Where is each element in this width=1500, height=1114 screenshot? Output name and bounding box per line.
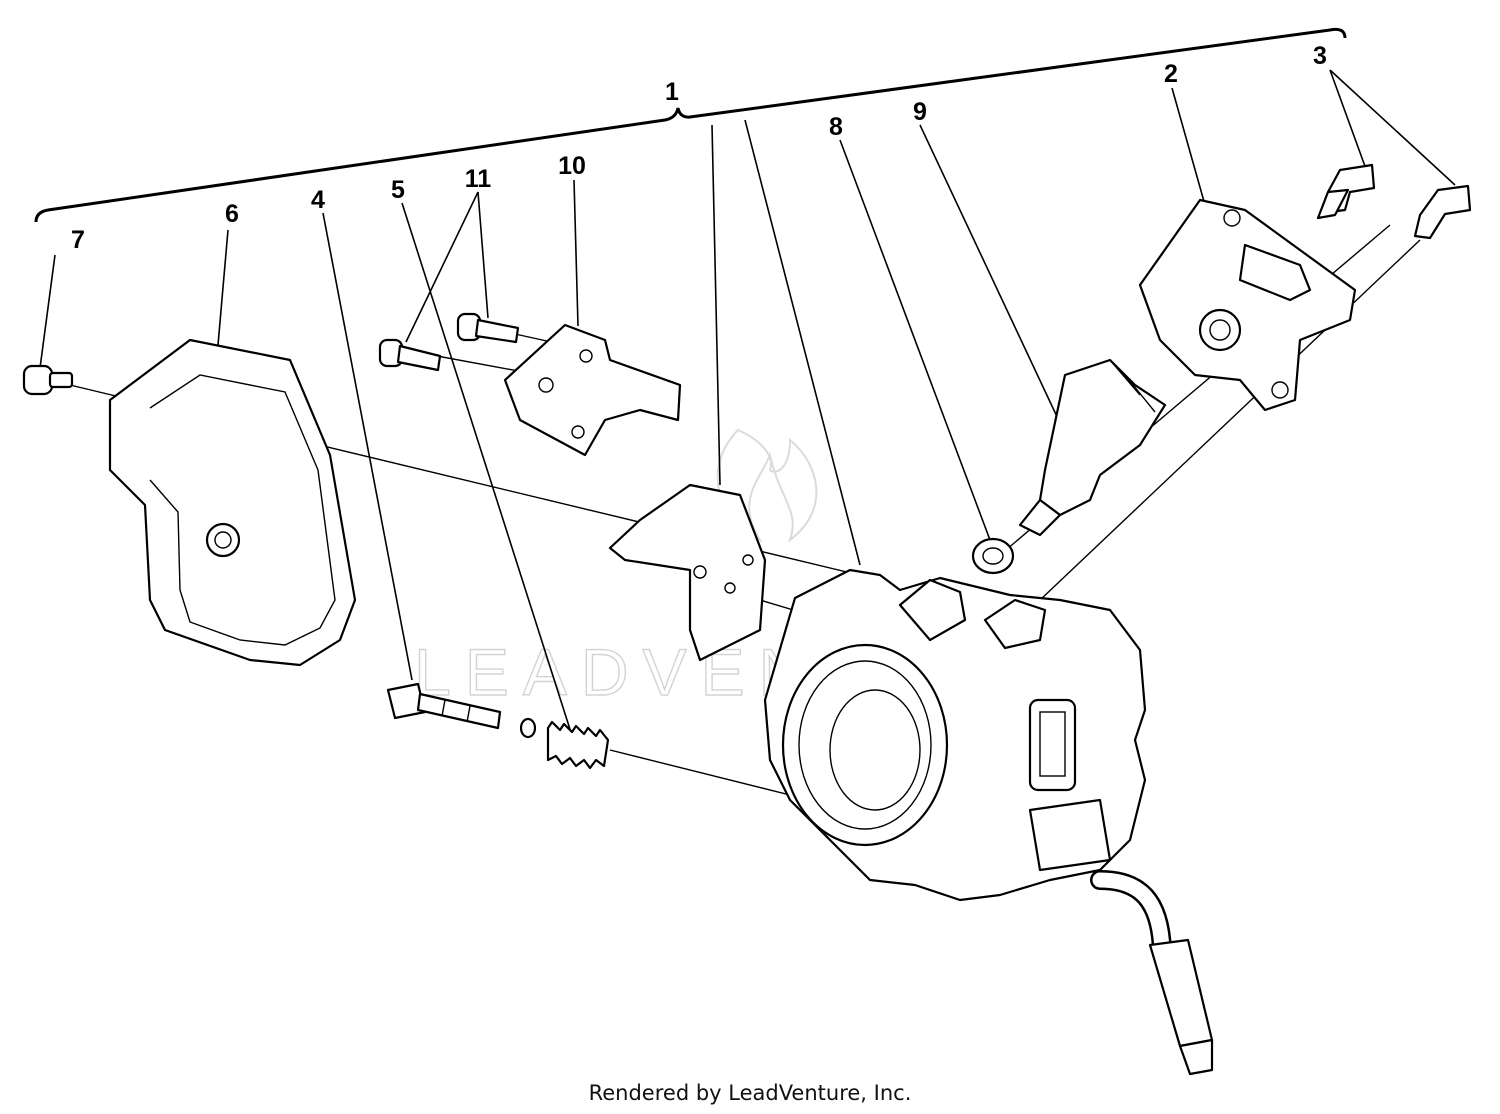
- part-8-seal: [971, 537, 1015, 575]
- leader-lines: [39, 69, 1456, 746]
- callout-10: 10: [558, 152, 586, 180]
- callout-3: 3: [1313, 42, 1327, 70]
- callout-11: 11: [465, 165, 492, 193]
- callout-2: 2: [1164, 60, 1178, 88]
- callout-8: 8: [829, 113, 843, 141]
- callout-7: 7: [71, 226, 85, 254]
- part-2-fuel-cap: [1138, 198, 1357, 412]
- callout-1: 1: [665, 78, 679, 106]
- throttle-body: [763, 568, 1147, 902]
- callout-9: 9: [913, 98, 927, 126]
- part-11-screws: [378, 312, 520, 372]
- callout-4: 4: [311, 186, 325, 214]
- part-5-spring: [546, 720, 610, 770]
- part-3-pins: [1316, 163, 1472, 240]
- sensor-hose: [1090, 870, 1214, 1076]
- mounting-plate: [608, 483, 767, 662]
- part-7-screw: [22, 364, 74, 396]
- callout-5: 5: [391, 176, 405, 204]
- part-9-injector: [1018, 358, 1167, 537]
- callout-labels: 1 2 3 4 5 6 7 8 9 10 11: [71, 42, 1327, 254]
- part-10-bracket: [503, 323, 682, 457]
- callout-6: 6: [225, 200, 239, 228]
- footer-credit: Rendered by LeadVenture, Inc.: [589, 1081, 912, 1105]
- part-6-cover: [108, 338, 357, 667]
- part-4-bolt: [386, 682, 537, 739]
- assembly-bracket: [34, 27, 1347, 223]
